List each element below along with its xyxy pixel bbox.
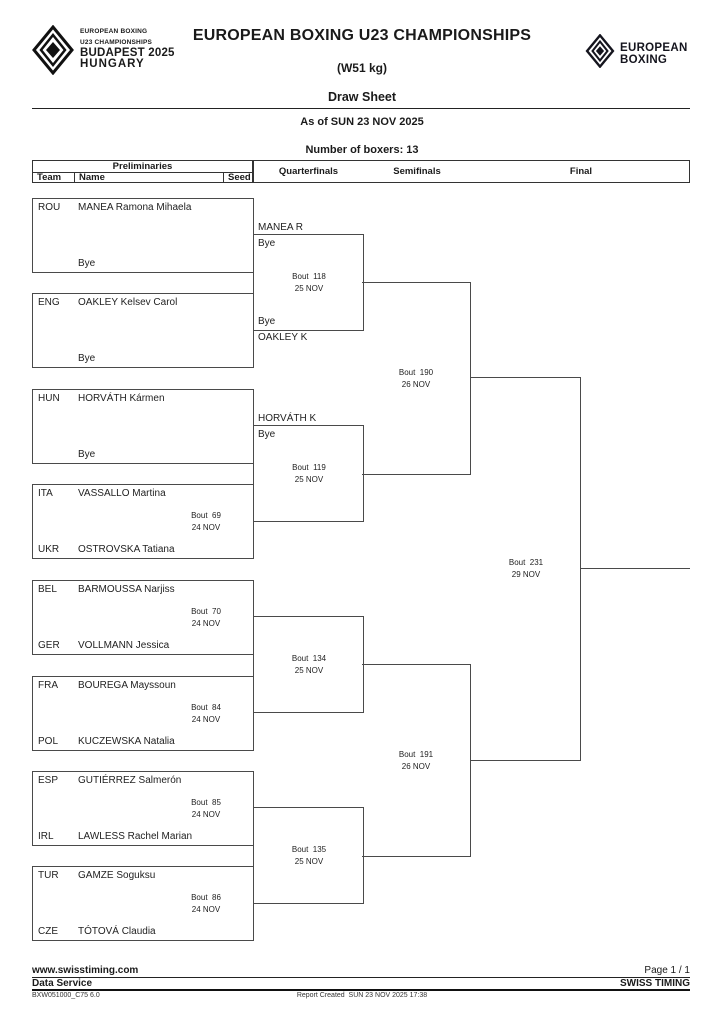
- prelim-pair-box-2: ENG OAKLEY Kelsev Carol Bye: [32, 293, 254, 368]
- rounds-header: Quarterfinals Semifinals Final: [253, 160, 690, 183]
- bye-note: Bye: [258, 238, 276, 249]
- diamond-icon: [585, 33, 615, 73]
- preliminaries-header: Preliminaries Team Name Seed: [32, 160, 253, 183]
- advancing-boxer: OAKLEY K: [258, 332, 308, 343]
- bout-label: [161, 421, 251, 433]
- event-logo-line4: HUNGARY: [80, 58, 145, 70]
- team-code: ENG: [38, 297, 60, 308]
- bout-label: [161, 230, 251, 242]
- org-logo-line1: EUROPEAN: [620, 41, 688, 54]
- boxer-name: Bye: [78, 353, 96, 364]
- team-code: GER: [38, 640, 60, 651]
- semifinals-column-header: Semifinals: [393, 166, 441, 177]
- event-logo-line2: U23 CHAMPIONSHIPS: [80, 39, 153, 46]
- boxer-name: OSTROVSKA Tatiana: [78, 544, 175, 555]
- boxer-name: BOUREGA Mayssoun: [78, 680, 176, 691]
- bout-label: [161, 325, 251, 337]
- prelim-pair-box-5: BEL BARMOUSSA Narjiss GER VOLLMANN Jessi…: [32, 580, 254, 655]
- prelim-pair-box-4: ITA VASSALLO Martina UKR OSTROVSKA Tatia…: [32, 484, 254, 559]
- team-code: UKR: [38, 544, 60, 555]
- prelim-pair-box-1: ROU MANEA Ramona Mihaela Bye: [32, 198, 254, 273]
- name-column-header: Name: [74, 172, 223, 183]
- data-service-label: Data Service: [32, 978, 93, 989]
- boxer-name: Bye: [78, 449, 96, 460]
- advancing-boxer: HORVÁTH K: [258, 413, 317, 424]
- bye-note: Bye: [258, 429, 276, 440]
- preliminaries-label: Preliminaries: [33, 161, 252, 173]
- boxer-name: Bye: [78, 258, 96, 269]
- boxer-name: VOLLMANN Jessica: [78, 640, 170, 651]
- prelim-pair-box-7: ESP GUTIÉRREZ Salmerón IRL LAWLESS Rache…: [32, 771, 254, 846]
- report-created-timestamp: Report Created SUN 23 NOV 2025 17:38: [296, 992, 428, 999]
- boxer-name: GUTIÉRREZ Salmerón: [78, 775, 182, 786]
- quarterfinals-column-header: Quarterfinals: [278, 166, 339, 177]
- final-column-header: Final: [569, 166, 593, 177]
- org-logo-line2: BOXING: [620, 53, 668, 66]
- swiss-timing-label: SWISS TIMING: [620, 978, 690, 989]
- european-boxing-logo: EUROPEAN BOXING: [585, 33, 688, 73]
- team-code: BEL: [38, 584, 57, 595]
- team-code: ESP: [38, 775, 59, 786]
- boxer-name: GAMZE Soguksu: [78, 870, 156, 881]
- team-code: FRA: [38, 680, 58, 691]
- boxer-name: KUCZEWSKA Natalia: [78, 736, 175, 747]
- team-code: CZE: [38, 926, 58, 937]
- number-of-boxers: Number of boxers: 13: [305, 144, 419, 156]
- footer-rule: [32, 977, 690, 978]
- team-code: ROU: [38, 202, 61, 213]
- weight-class: (W51 kg): [336, 61, 387, 75]
- bye-note: Bye: [258, 316, 276, 327]
- page-number: Page 1 / 1: [644, 965, 690, 976]
- sheet-type: Draw Sheet: [327, 90, 397, 104]
- seed-column-header: Seed: [223, 172, 254, 183]
- boxer-name: BARMOUSSA Narjiss: [78, 584, 175, 595]
- boxer-name: LAWLESS Rachel Marian: [78, 831, 193, 842]
- boxer-name: OAKLEY Kelsev Carol: [78, 297, 178, 308]
- event-logo-line1: EUROPEAN BOXING: [80, 28, 148, 35]
- as-of-date: As of SUN 23 NOV 2025: [300, 116, 424, 128]
- event-logo: EUROPEAN BOXING U23 CHAMPIONSHIPS BUDAPE…: [32, 24, 175, 80]
- boxer-name: VASSALLO Martina: [78, 488, 166, 499]
- prelim-pair-box-6: FRA BOUREGA Mayssoun POL KUCZEWSKA Natal…: [32, 676, 254, 751]
- website-link: www.swisstiming.com: [32, 965, 139, 976]
- boxer-name: HORVÁTH Kármen: [78, 393, 165, 404]
- header-rule: [32, 108, 690, 109]
- page-title: EUROPEAN BOXING U23 CHAMPIONSHIPS: [192, 27, 532, 44]
- prelim-pair-box-8: TUR GAMZE Soguksu CZE TÓTOVÁ Claudia Bou…: [32, 866, 254, 941]
- event-logo-line3: BUDAPEST 2025: [80, 47, 175, 59]
- team-code: ITA: [38, 488, 53, 499]
- diamond-icon: [32, 24, 74, 80]
- boxer-name: TÓTOVÁ Claudia: [78, 926, 156, 937]
- team-code: IRL: [38, 831, 54, 842]
- footer-rule-bold: [32, 989, 690, 991]
- advancing-boxer: MANEA R: [258, 222, 304, 233]
- prelim-pair-box-3: HUN HORVÁTH Kármen Bye: [32, 389, 254, 464]
- team-code: HUN: [38, 393, 60, 404]
- team-code: POL: [38, 736, 59, 747]
- boxer-name: MANEA Ramona Mihaela: [78, 202, 192, 213]
- team-code: TUR: [38, 870, 59, 881]
- report-code: BXW051000_C75 6.0: [32, 992, 100, 999]
- team-column-header: Team: [37, 172, 62, 183]
- winner-line: [580, 568, 690, 569]
